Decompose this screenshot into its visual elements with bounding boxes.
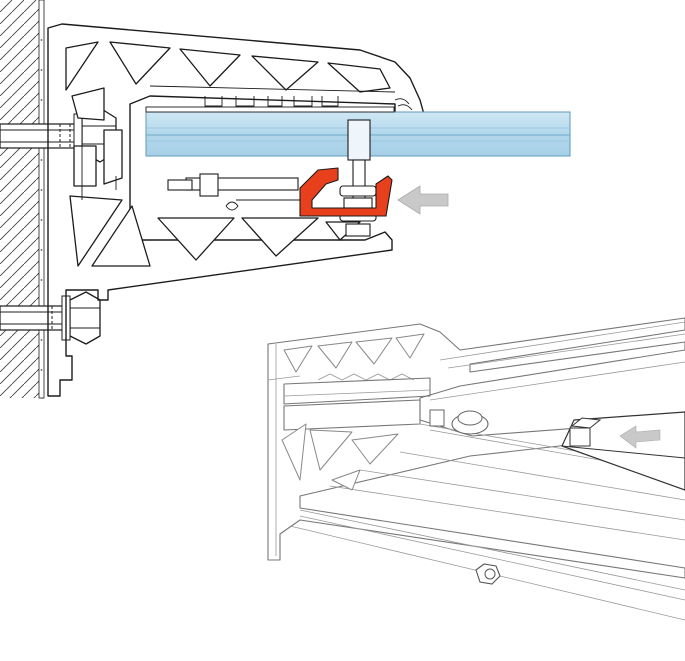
tension-rod [167,173,300,211]
arrow-left-icon [619,425,661,449]
isometric-clamp [561,411,685,491]
cross-section-view [0,0,571,399]
clamp-highlight [299,167,393,217]
wall-section [0,0,45,399]
bracket-profile [47,23,426,397]
isometric-bolt [429,409,489,435]
isometric-view [267,317,685,621]
arrow-left-icon [397,185,449,215]
clamp-bolt [339,119,377,237]
serration-teeth [204,96,339,107]
isometric-nut [475,563,501,585]
